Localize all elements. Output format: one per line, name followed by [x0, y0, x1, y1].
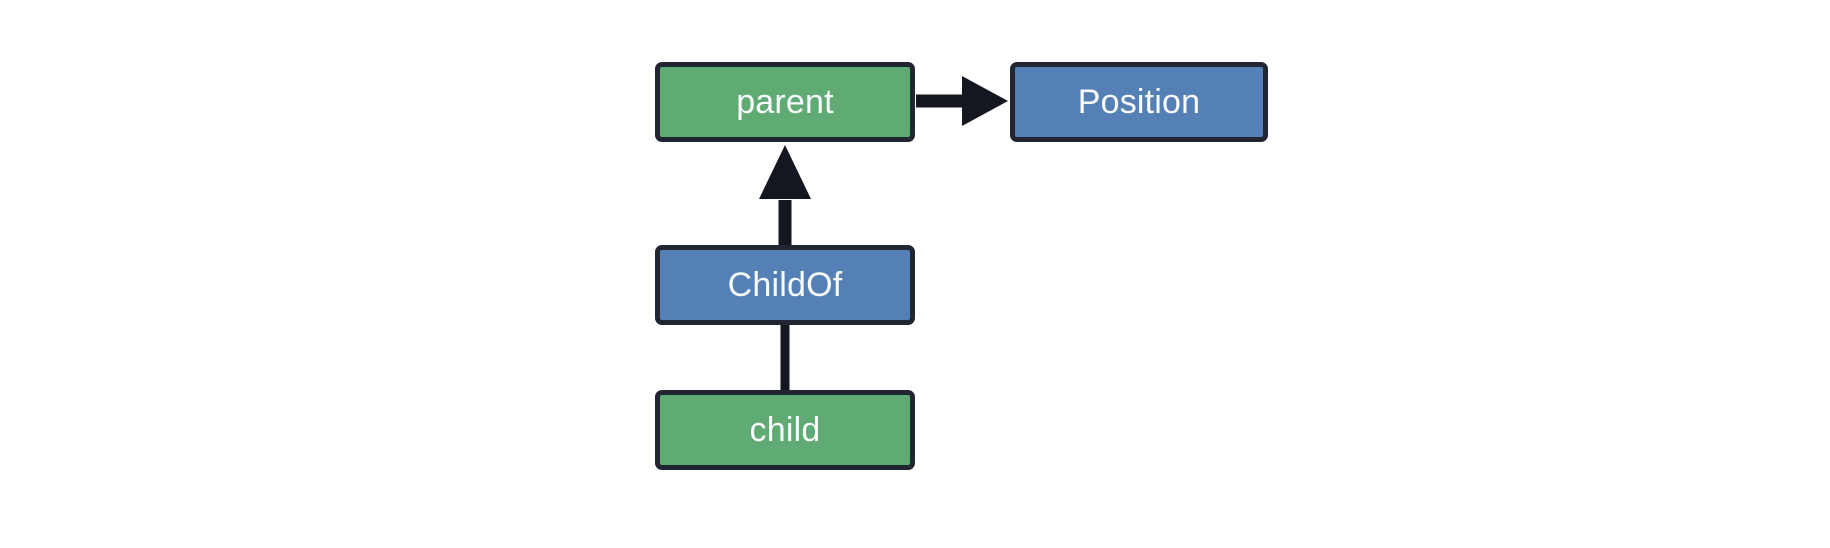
- node-childof[interactable]: ChildOf: [655, 245, 915, 325]
- node-position-label: Position: [1077, 83, 1201, 121]
- node-position[interactable]: Position: [1010, 62, 1268, 142]
- node-child[interactable]: child: [655, 390, 915, 470]
- node-childof-label: ChildOf: [727, 266, 843, 304]
- edge-parent-to-position-arrowhead: [962, 76, 1008, 126]
- edge-childof-to-parent: [759, 145, 811, 245]
- node-child-label: child: [749, 411, 821, 449]
- node-parent-label: parent: [736, 83, 834, 121]
- node-parent[interactable]: parent: [655, 62, 915, 142]
- edge-childof-to-parent-arrowhead: [759, 145, 811, 199]
- edge-parent-to-position: [916, 76, 1008, 126]
